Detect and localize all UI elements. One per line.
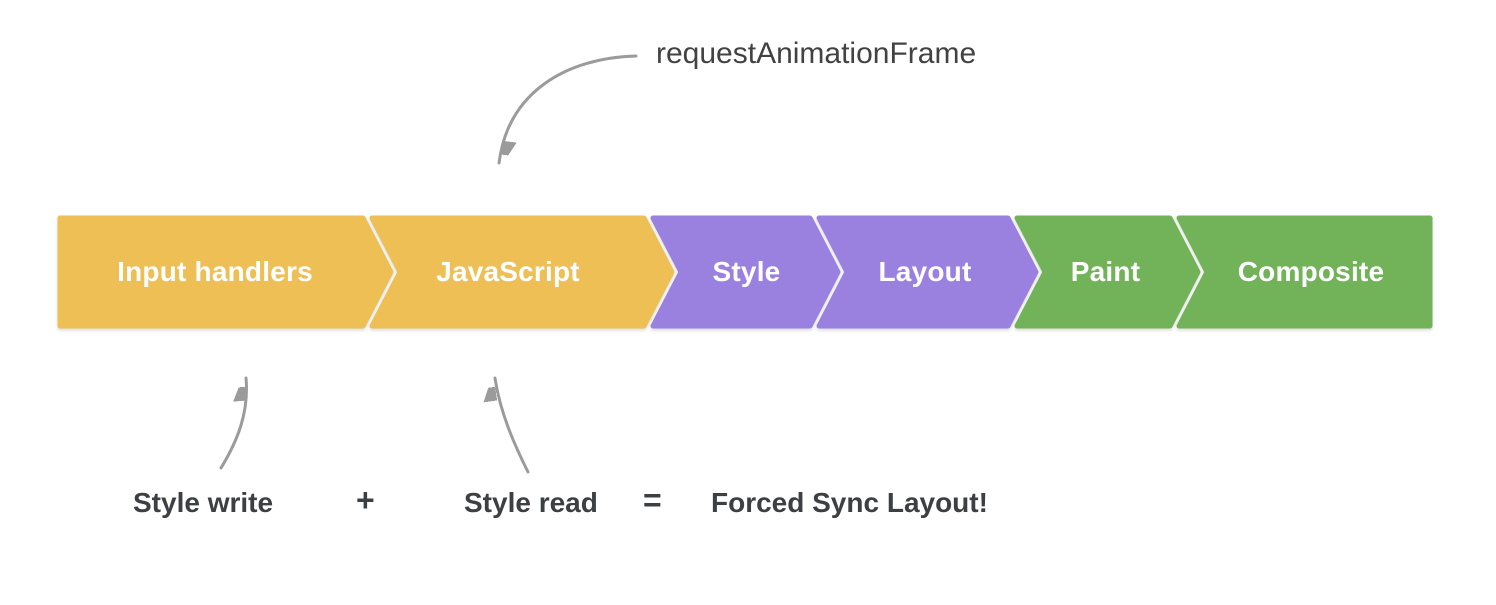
style-write-arrow-icon <box>219 376 248 470</box>
stage-label-javascript: JavaScript <box>436 256 580 287</box>
stage-label-style: Style <box>712 256 781 287</box>
stage-shape-javascript <box>369 215 675 329</box>
request-animation-frame-label: requestAnimationFrame <box>656 37 977 70</box>
forced-sync-layout-label: Forced Sync Layout! <box>711 487 988 518</box>
pipeline-bar <box>57 215 1433 329</box>
raf-curved-arrow-icon <box>497 54 638 165</box>
stage-shape-paint <box>1014 215 1201 329</box>
stage-label-composite: Composite <box>1237 256 1385 287</box>
stage-label-input-handlers: Input handlers <box>117 256 313 287</box>
stage-label-layout: Layout <box>878 256 972 287</box>
equals-sign: = <box>643 482 662 518</box>
style-read-label: Style read <box>464 487 598 518</box>
style-write-label: Style write <box>133 487 274 518</box>
stage-shape-style <box>650 215 841 329</box>
style-read-arrow-icon <box>495 376 530 474</box>
stage-label-paint: Paint <box>1070 256 1141 287</box>
stage-shape-input-handlers <box>57 215 394 329</box>
annotation-arrows <box>219 54 638 474</box>
stage-shape-composite <box>1176 215 1433 329</box>
stage-shape-layout <box>816 215 1039 329</box>
plus-sign: + <box>356 482 375 518</box>
